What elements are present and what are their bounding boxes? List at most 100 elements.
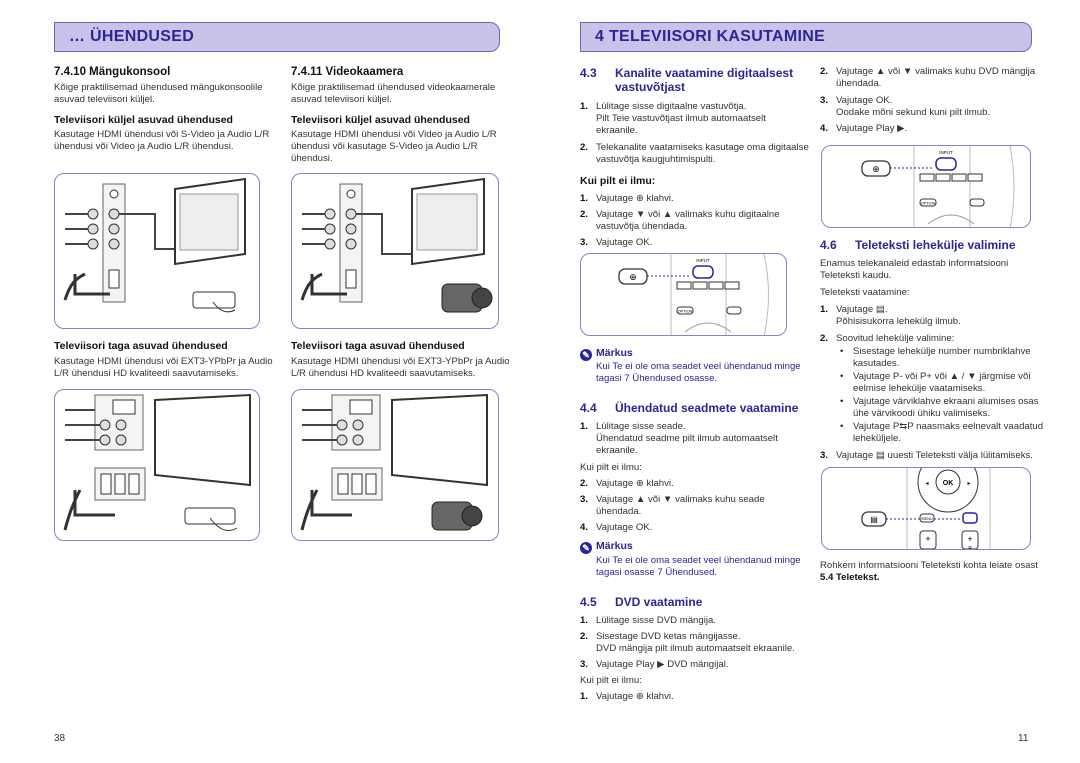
- s46-title: Teleteksti lehekülje valimine: [855, 238, 1016, 252]
- left-banner: … ÜHENDUSED: [54, 22, 500, 52]
- s46-bullet-2-line1: Vajutage P- või P+ või ▲ / ▼ järgmise võ…: [853, 371, 1031, 382]
- svg-text:OPTION: OPTION: [678, 310, 693, 314]
- s43-b3-num: 3.: [580, 237, 589, 248]
- s46-bullet-4-line1: Vajutage P⇆P naasmaks eelnevalt vaadatud: [853, 421, 1044, 432]
- s46-number: 4.6: [820, 238, 837, 252]
- svg-text:⊕: ⊕: [629, 272, 637, 282]
- s45-c3-num: 3.: [820, 95, 829, 106]
- s44-number: 4.4: [580, 401, 597, 415]
- s43-b1-text: Vajutage ⊕ klahvi.: [596, 193, 674, 204]
- s44-step2-text: Vajutage ⊕ klahvi.: [596, 478, 674, 489]
- camera-back-diagram: [291, 389, 499, 541]
- game-heading: 7.4.10 Mängukonsool: [54, 66, 171, 78]
- game-intro-2: asuvad televiisori küljel.: [54, 94, 155, 105]
- svg-text:+: +: [967, 534, 972, 544]
- game-back-text-1: Kasutage HDMI ühendusi või EXT3-YPbPr ja…: [54, 356, 273, 367]
- s45-step2-text: Sisestage DVD ketas mängijasse.: [596, 631, 741, 642]
- s46-step1-line2: Põhisisukorra lehekülg ilmub.: [836, 316, 961, 327]
- s44-step3-num: 3.: [580, 494, 589, 505]
- s46-bullet-1-line1: Sisestage lehekülje number numbriklahve: [853, 346, 1031, 357]
- s44-step3-line1: Vajutage ▲ või ▼ valimaks kuhu seade: [596, 494, 765, 505]
- note-icon: ✎: [580, 542, 592, 554]
- s44-sub: Kui pilt ei ilmu:: [580, 462, 642, 473]
- s46-intro-2: Teleteksti kaudu.: [820, 270, 892, 281]
- s43-step2-num: 2.: [580, 142, 589, 153]
- camera-back-heading: Televiisori taga asuvad ühendused: [291, 340, 465, 352]
- s44-note-label: Märkus: [596, 540, 633, 552]
- ok-label: OK: [943, 480, 954, 487]
- s43-step1-line1: Lülitage sisse digitaalne vastuvõtja.: [596, 101, 747, 112]
- s43-title-2: vastuvõtjast: [615, 80, 686, 94]
- s45-sub: Kui pilt ei ilmu:: [580, 675, 642, 686]
- s45-c3-line1: Vajutage OK.: [836, 95, 893, 106]
- s44-step2-num: 2.: [580, 478, 589, 489]
- s45-c4-num: 4.: [820, 123, 829, 134]
- s44-step1-line2: Ühendatud seadme pilt ilmub automaatselt: [596, 433, 778, 444]
- camera-intro-1: Kõige praktilisemad ühendused videokaame…: [291, 82, 496, 93]
- s45-last-num: 1.: [580, 691, 589, 702]
- camera-side-diagram: [291, 173, 499, 329]
- s45-c3-line2: Oodake mõni sekund kuni pilt ilmub.: [836, 107, 991, 118]
- s43-note-line2: tagasi 7 Ühendused osasse.: [596, 373, 718, 384]
- s43-step2-line1: Telekanalite vaatamiseks kasutage oma di…: [596, 142, 809, 153]
- s46-step2-text: Soovitud lehekülje valimine:: [836, 333, 955, 344]
- camera-back-text-2: L/R ühendusi HD kvaliteedi saavutamiseks…: [291, 368, 476, 379]
- s43-b2-line1: Vajutage ▼ või ▲ valimaks kuhu digitaaln…: [596, 209, 780, 220]
- camera-side-text-1: Kasutage HDMI ühendusi või Video ja Audi…: [291, 129, 497, 140]
- camera-back-illustration: [300, 393, 488, 531]
- right-banner: 4 TELEVIISORI KASUTAMINE: [580, 22, 1032, 52]
- s43-b2-line2: vastuvõtja ühendada.: [596, 221, 688, 232]
- s46-step3-num: 3.: [820, 450, 829, 461]
- remote-illustration-2: ⊕ INPUT OPTION: [861, 146, 1015, 227]
- s44-step1-num: 1.: [580, 421, 589, 432]
- s43-number: 4.3: [580, 66, 597, 80]
- game-back-illustration: [63, 393, 251, 531]
- s45-c2-num: 2.: [820, 66, 829, 77]
- game-back-heading: Televiisori taga asuvad ühendused: [54, 340, 228, 352]
- s45-title: DVD vaatamine: [615, 595, 703, 609]
- s45-step2-num: 2.: [580, 631, 589, 642]
- s43-step1-line2: Pilt Teie vastuvõtjast ilmub automaatsel…: [596, 113, 766, 124]
- s43-step1-num: 1.: [580, 101, 589, 112]
- s45-step1-text: Lülitage sisse DVD mängija.: [596, 615, 716, 626]
- remote-illustration-1: ⊕ INPUT OPTION: [618, 254, 769, 335]
- s46-bullet-3-dot: •: [840, 396, 844, 407]
- s44-note-line2: tagasi osasse 7 Ühendused.: [596, 567, 718, 578]
- s43-title-1: Kanalite vaatamine digitaalsest: [615, 66, 794, 80]
- s46-bullet-2-dot: •: [840, 371, 844, 382]
- s46-bullet-3-line2: ühe värvikoodi ühiku valimiseks.: [853, 408, 991, 419]
- camera-heading: 7.4.11 Videokaamera: [291, 66, 404, 78]
- game-back-diagram: [54, 389, 260, 541]
- s46-step3-text: Vajutage ▤ uuesti Teleteksti välja lülit…: [836, 450, 1033, 461]
- p-label: P: [968, 546, 972, 550]
- game-side-text-1: Kasutage HDMI ühendusi või S-Video ja Au…: [54, 129, 270, 140]
- s43-step2-line2: vastuvõtja kaugjuhtimispulti.: [596, 154, 716, 165]
- svg-text:OPTION: OPTION: [921, 202, 936, 206]
- s46-footer-2: 5.4 Teletekst.: [820, 572, 880, 583]
- svg-text:▸: ▸: [967, 481, 970, 487]
- camera-side-text-3: ühendusi.: [291, 153, 333, 164]
- s44-step1-line1: Lülitage sisse seade.: [596, 421, 686, 432]
- remote-illustration-3: OK ◂ ▸ ▤ MENU + + P: [861, 468, 991, 550]
- s45-c2-line2: ühendada.: [836, 78, 882, 89]
- s46-bullet-2-line2: eelmise lehekülje vaatamiseks.: [853, 383, 986, 394]
- right-page-number: 11: [1018, 733, 1029, 744]
- game-side-heading: Televiisori küljel asuvad ühendused: [54, 114, 233, 126]
- s45-step3-num: 3.: [580, 659, 589, 670]
- game-back-text-2: L/R ühendusi HD kvaliteedi saavutamiseks…: [54, 368, 239, 379]
- camera-side-illustration: [300, 177, 493, 313]
- s45-last-text: Vajutage ⊕ klahvi.: [596, 691, 674, 702]
- s46-footer-1: Rohkem informatsiooni Teleteksti kohta l…: [820, 560, 1038, 571]
- s43-note-head: ✎Märkus: [580, 347, 633, 361]
- remote-1-input-label: INPUT: [696, 258, 710, 263]
- s46-bullet-4-line2: leheküljele.: [853, 433, 902, 444]
- game-side-illustration: [63, 177, 246, 313]
- s45-number: 4.5: [580, 595, 597, 609]
- s46-bullet-4-dot: •: [840, 421, 844, 432]
- s43-b1-num: 1.: [580, 193, 589, 204]
- s45-c2-line1: Vajutage ▲ või ▼ valimaks kuhu DVD mängi…: [836, 66, 1036, 77]
- s46-step1-line1: Vajutage ▤.: [836, 304, 888, 315]
- right-banner-title: 4 TELEVIISORI KASUTAMINE: [595, 28, 826, 45]
- s43-step1-line3: ekraanile.: [596, 125, 638, 136]
- s43-b3-text: Vajutage OK.: [596, 237, 653, 248]
